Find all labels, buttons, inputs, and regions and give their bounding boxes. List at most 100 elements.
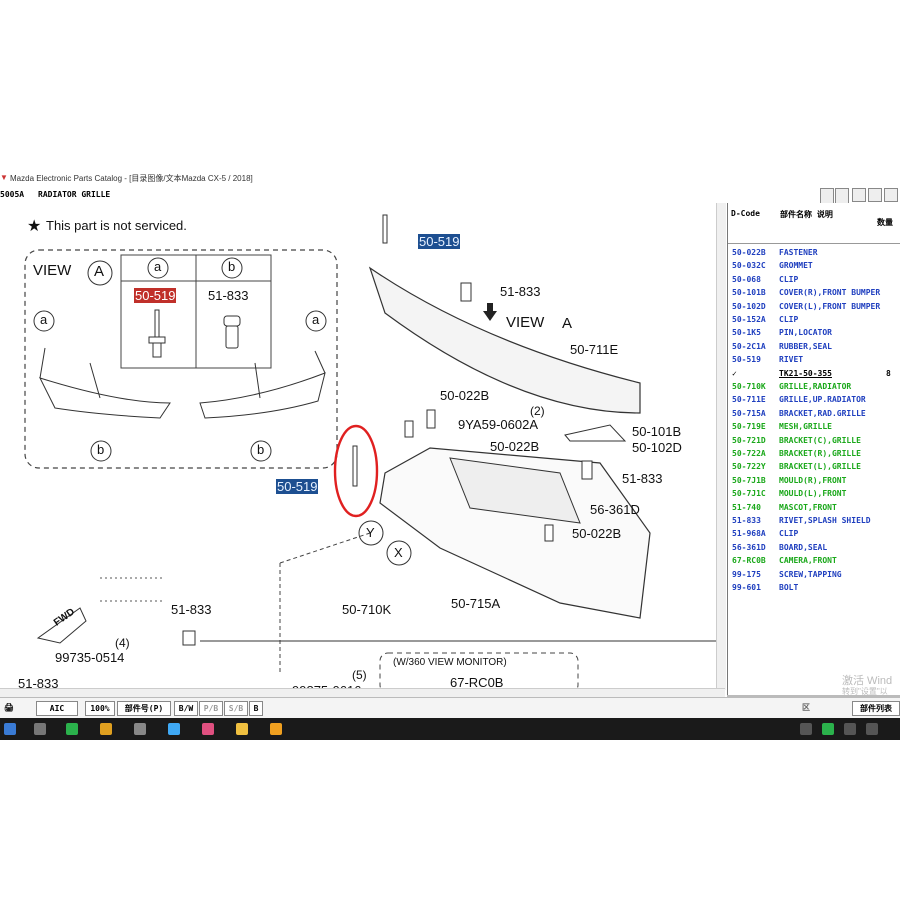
app-green-icon[interactable] — [66, 723, 78, 735]
row-dcode: 50-152A — [732, 315, 766, 324]
diagram-horizontal-scrollbar[interactable] — [0, 688, 725, 698]
row-dcode: 50-721D — [732, 435, 766, 445]
callout-51-833-mid[interactable]: 51-833 — [622, 471, 663, 486]
b-button[interactable]: B — [249, 701, 263, 716]
tray-icon-4[interactable] — [866, 723, 878, 735]
minimize-button[interactable] — [820, 188, 834, 204]
parts-list-row[interactable]: 99-175 SCREW,TAPPING — [728, 568, 900, 581]
window-title-bar: ▼ Mazda Electronic Parts Catalog - [目录图像… — [0, 170, 900, 186]
bw-button[interactable]: B/W — [174, 701, 198, 716]
callout-99735-0514[interactable]: 99735-0514 — [55, 650, 125, 665]
window-minimize-button[interactable] — [868, 188, 882, 202]
window-close-button[interactable] — [884, 188, 898, 202]
row-name: CLIP — [779, 274, 799, 284]
app-window-icon[interactable] — [134, 723, 146, 735]
row-name: RIVET,SPLASH SHIELD — [779, 516, 871, 525]
maximize-button[interactable] — [835, 188, 849, 204]
tray-icon-1[interactable] — [800, 723, 812, 735]
callout-50-519-top[interactable]: 50-519 — [418, 234, 461, 249]
diagram-vertical-scrollbar[interactable] — [716, 203, 726, 690]
row-name: BRACKET,RAD.GRILLE — [779, 408, 866, 418]
row-name: BRACKET(L),GRILLE — [779, 462, 861, 472]
row-dcode: 50-722A — [732, 449, 766, 458]
callout-50-022b-2[interactable]: 50-022B — [490, 439, 540, 454]
app-orange-icon[interactable] — [270, 723, 282, 735]
parts-list-row[interactable]: 50-722A BRACKET(R),GRILLE — [728, 447, 900, 460]
callout-9ya59-0602a[interactable]: 9YA59-0602A — [458, 417, 538, 432]
callout-50-022b-3[interactable]: 50-022B — [572, 526, 622, 541]
row-dcode: 50-022B — [732, 248, 766, 257]
row-name: BRACKET(C),GRILLE — [779, 435, 861, 445]
callout-cut-off[interactable]: 99875-0616 — [292, 683, 361, 690]
parts-diagram[interactable]: ★ This part is not serviced. VIEW A a b … — [0, 203, 725, 690]
callout-50-711e[interactable]: 50-711E — [570, 342, 619, 357]
pb-button[interactable]: P/B — [199, 701, 223, 716]
panel-footer-divider — [727, 695, 900, 697]
callout-50-715a[interactable]: 50-715A — [451, 596, 501, 611]
inset-part-50-519[interactable]: 50-519 — [134, 288, 177, 303]
row-dcode: 50-1K5 — [732, 328, 761, 338]
browser-icon[interactable] — [100, 723, 112, 735]
callout-51-833-bottom[interactable]: 51-833 — [18, 676, 59, 690]
callout-50-022b-1[interactable]: 50-022B — [440, 388, 490, 403]
checkbox-label[interactable]: 区 — [802, 703, 810, 712]
callout-50-102d[interactable]: 50-102D — [632, 440, 682, 455]
app-blue-icon[interactable] — [168, 723, 180, 735]
restore-button[interactable] — [852, 188, 866, 202]
row-name: MASCOT,FRONT — [779, 502, 837, 512]
part-number-button[interactable]: 部件号(P) — [117, 701, 171, 716]
header-name: 部件名称 说明 — [780, 210, 833, 219]
aic-button[interactable]: AIC — [36, 701, 78, 716]
row-name: BRACKET(R),GRILLE — [779, 449, 861, 458]
row-dcode: 99-601 — [732, 583, 761, 592]
callout-51-833-low[interactable]: 51-833 — [171, 602, 212, 617]
sb-button[interactable]: S/B — [224, 701, 248, 716]
qty-2: (2) — [530, 404, 545, 418]
start-icon[interactable] — [4, 723, 16, 735]
callout-50-519-left[interactable]: 50-519 — [276, 479, 319, 494]
row-dcode: 50-719E — [732, 422, 766, 432]
callout-56-361d[interactable]: 56-361D — [590, 502, 640, 517]
tray-icon-2[interactable] — [822, 723, 834, 735]
inset-part-51-833[interactable]: 51-833 — [208, 288, 249, 303]
callout-67-rc0b[interactable]: 67-RC0B — [450, 675, 504, 690]
callout-50-710k[interactable]: 50-710K — [342, 602, 392, 617]
parts-list-row[interactable]: 50-721D BRACKET(C),GRILLE — [728, 434, 900, 447]
tray-icon-3[interactable] — [844, 723, 856, 735]
row-dcode: 99-175 — [732, 569, 761, 579]
parts-list-tab[interactable]: 部件列表 — [852, 701, 900, 716]
row-name: SCREW,TAPPING — [779, 569, 842, 579]
print-icon[interactable]: 🖨 — [3, 703, 15, 712]
taskview-icon[interactable] — [34, 723, 46, 735]
callout-51-833-top[interactable]: 51-833 — [500, 284, 541, 299]
callout-50-101b[interactable]: 50-101B — [632, 424, 682, 439]
folder-icon[interactable] — [236, 723, 248, 735]
zoom-button[interactable]: 100% — [85, 701, 115, 716]
app-pink-icon[interactable] — [202, 723, 214, 735]
row-dcode: 50-711E — [732, 395, 766, 405]
